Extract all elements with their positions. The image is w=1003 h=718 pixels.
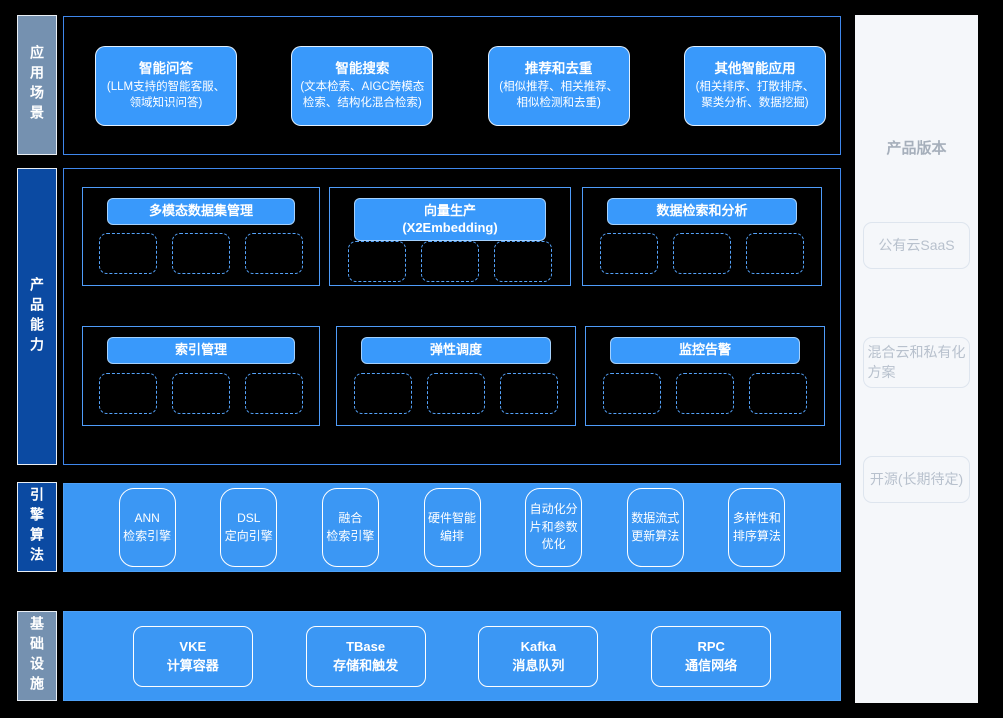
infra-item-tbase: TBase 存储和触发 — [305, 625, 426, 687]
placeholder-row — [99, 233, 303, 274]
rail-label-text: 产品能力 — [29, 276, 45, 357]
placeholder-box — [99, 233, 157, 274]
product-capabilities-area: 多模态数据集管理 向量生产 (X2Embedding) 数据检索和分析 — [63, 168, 841, 465]
scenario-card-desc: (文本检索、AIGC跨模态 检索、结构化混合检索) — [300, 80, 425, 110]
placeholder-box — [421, 241, 479, 283]
infrastructure-band: VKE 计算容器 TBase 存储和触发 Kafka 消息队列 RPC 通信网络 — [63, 611, 841, 701]
placeholder-box — [749, 373, 807, 414]
placeholder-box — [172, 373, 230, 414]
rail-label-product-capabilities: 产品能力 — [17, 168, 57, 465]
engine-algorithms-band: ANN 检索引擎 DSL 定向引擎 融合 检索引擎 硬件智能 编排 自动化分 片… — [63, 483, 841, 572]
engine-item-diversity-ranking: 多样性和 排序算法 — [728, 488, 786, 567]
capability-group-elastic-scheduling: 弹性调度 — [336, 326, 576, 426]
product-versions-title: 产品版本 — [886, 140, 947, 157]
rail-label-text: 应用场景 — [29, 45, 45, 125]
engine-item-auto-sharding: 自动化分 片和参数 优化 — [525, 488, 583, 567]
scenario-card-recommend-dedup: 推荐和去重 (相似推荐、相关推荐、 相似检测和去重) — [487, 45, 630, 126]
infra-item-vke: VKE 计算容器 — [132, 625, 253, 687]
scenario-card-desc: (相似推荐、相关推荐、 相似检测和去重) — [499, 80, 619, 110]
infra-item-rpc: RPC 通信网络 — [651, 625, 772, 687]
version-hybrid-private-cloud: 混合云和私有化 方案 — [863, 337, 970, 388]
scenario-card-title: 智能搜索 — [335, 61, 390, 77]
placeholder-box — [245, 233, 303, 274]
placeholder-box — [494, 241, 552, 283]
capability-group-data-retrieval-analysis: 数据检索和分析 — [582, 187, 822, 286]
capability-title: 索引管理 — [106, 337, 296, 364]
placeholder-row — [348, 241, 552, 283]
rail-label-text: 引擎算法 — [29, 487, 45, 567]
engine-item-fusion: 融合 检索引擎 — [321, 488, 379, 567]
placeholder-box — [99, 373, 157, 414]
placeholder-box — [172, 233, 230, 274]
scenario-card-title: 推荐和去重 — [524, 61, 593, 77]
placeholder-row — [354, 373, 558, 414]
scenario-card-title: 智能问答 — [139, 61, 193, 77]
scenario-card-desc: (相关排序、打散排序、 聚类分析、数据挖掘) — [695, 80, 815, 110]
rail-label-application-scenarios: 应用场景 — [17, 15, 57, 155]
placeholder-box — [427, 373, 485, 414]
placeholder-box — [676, 373, 734, 414]
engine-item-ann: ANN 检索引擎 — [118, 488, 176, 567]
scenario-card-other-apps: 其他智能应用 (相关排序、打散排序、 聚类分析、数据挖掘) — [683, 45, 826, 126]
capability-group-dataset-management: 多模态数据集管理 — [82, 187, 320, 286]
scenario-card-search: 智能搜索 (文本检索、AIGC跨模态 检索、结构化混合检索) — [291, 45, 434, 126]
version-open-source: 开源(长期待定) — [863, 456, 970, 503]
placeholder-box — [600, 233, 658, 274]
placeholder-row — [99, 373, 303, 414]
engine-item-streaming-update: 数据流式 更新算法 — [626, 488, 684, 567]
capability-group-vector-production: 向量生产 (X2Embedding) — [329, 187, 571, 286]
application-scenarios-area: 智能问答 (LLM支持的智能客服、 领域知识问答) 智能搜索 (文本检索、AIG… — [63, 16, 841, 155]
infra-item-kafka: Kafka 消息队列 — [478, 625, 599, 687]
placeholder-box — [673, 233, 731, 274]
rail-label-engine-algorithms: 引擎算法 — [17, 482, 57, 572]
rail-label-infrastructure: 基础设施 — [17, 611, 57, 701]
capability-group-index-management: 索引管理 — [82, 326, 320, 426]
placeholder-box — [348, 241, 406, 283]
engine-item-hardware-orchestration: 硬件智能 编排 — [423, 488, 481, 567]
engine-item-dsl: DSL 定向引擎 — [220, 488, 278, 567]
product-versions-panel: 产品版本 公有云SaaS 混合云和私有化 方案 开源(长期待定) — [855, 15, 978, 703]
capability-title: 多模态数据集管理 — [106, 198, 296, 225]
capability-title: 弹性调度 — [360, 337, 552, 364]
placeholder-box — [354, 373, 412, 414]
placeholder-box — [603, 373, 661, 414]
scenario-card-desc: (LLM支持的智能客服、 领域知识问答) — [106, 80, 226, 110]
capability-title: 监控告警 — [609, 337, 801, 364]
placeholder-box — [245, 373, 303, 414]
scenario-card-title: 其他智能应用 — [714, 61, 796, 77]
placeholder-box — [500, 373, 558, 414]
placeholder-row — [600, 233, 804, 274]
version-public-cloud-saas: 公有云SaaS — [863, 222, 970, 269]
placeholder-row — [603, 373, 807, 414]
placeholder-box — [746, 233, 804, 274]
rail-label-text: 基础设施 — [29, 616, 45, 696]
capability-group-monitoring-alerting: 监控告警 — [585, 326, 825, 426]
capability-title: 数据检索和分析 — [606, 198, 798, 225]
capability-title: 向量生产 (X2Embedding) — [354, 198, 546, 242]
scenario-card-qa: 智能问答 (LLM支持的智能客服、 领域知识问答) — [95, 45, 237, 126]
